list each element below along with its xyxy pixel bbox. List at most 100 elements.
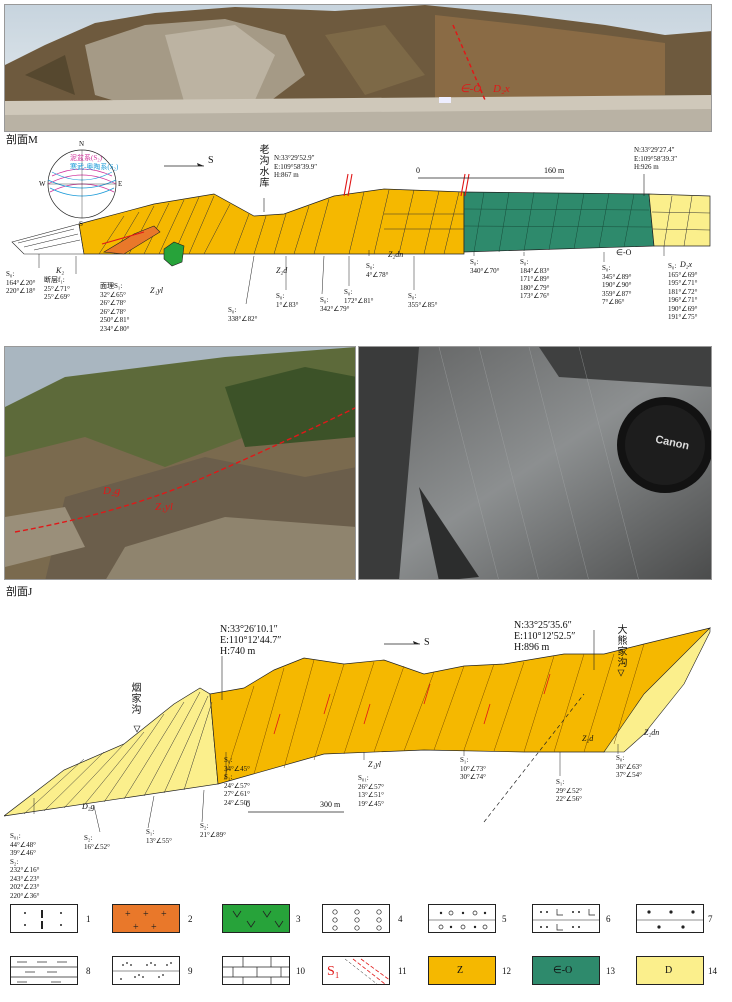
section-j-z-body	[209, 627, 711, 785]
section-m-direction: S	[208, 155, 214, 166]
legend-number: 12	[502, 966, 511, 976]
outcrop-photo-right-image	[359, 347, 711, 579]
section-m-annotation: S₀:4°∠78°	[366, 262, 389, 279]
legend-swatch-3	[222, 904, 290, 933]
legend-number: 3	[296, 914, 301, 924]
photo-left-label-z1yl: Z₁yl	[155, 501, 173, 513]
section-j-annotation: S₂:21°∠89°	[200, 822, 226, 839]
outcrop-photo-left: D₂g Z₁yl	[4, 346, 356, 580]
section-j: 剖面J S 烟家沟 大熊家沟 N:33°26′10.1″E:110°12′44.…	[4, 584, 712, 900]
section-m-annotation: S₀:355°∠85°	[408, 292, 438, 309]
section-m-annotation: S₀:184°∠83°171°∠89°180°∠79°173°∠76°	[520, 258, 550, 300]
section-m-annotation: S₀:172°∠81°	[344, 288, 374, 305]
section-m-unit-z2d: Z₂d	[276, 266, 288, 275]
section-m-k2-body	[11, 223, 85, 255]
legend: 1 +++++ 2 3 4 5 6 7 8 9 10 S₁ 11 Z 12 ∈-…	[4, 904, 717, 1000]
svg-text:+: +	[143, 909, 149, 920]
legend-swatch-5	[428, 904, 496, 933]
legend-swatch-12: Z	[428, 956, 496, 985]
stereonet-s: S	[79, 220, 83, 228]
section-j-scale-start: 0	[246, 800, 250, 809]
section-m-z-body	[78, 188, 465, 255]
legend-number: 7	[708, 914, 713, 924]
section-j-place-right: 大熊家沟	[615, 624, 626, 668]
stereonet-legend-1: 泥盆系(S₂)	[70, 154, 102, 162]
section-j-annotation: S₀₁:44°∠48°39°∠46° S₂:232°∠16°243°∠23°20…	[10, 832, 40, 900]
section-m-annotation: S₀:165°∠69°195°∠71°181°∠72°196°∠71°190°∠…	[668, 262, 698, 321]
section-m-unit-co: ∈-O	[616, 248, 632, 257]
section-j-unit-z2dn: Z₂dn	[644, 728, 660, 737]
photo-top-label-co: ∈-O	[460, 83, 482, 95]
section-m-co-body	[463, 191, 655, 253]
legend-number: 4	[398, 914, 403, 924]
section-m-unit-z1yl: Z₁yl	[150, 286, 164, 295]
section-j-unit-z1yl: Z₁yl	[368, 760, 382, 769]
section-m-annotation: S₀:345°∠89°190°∠90°359°∠87°7°∠86°	[602, 264, 632, 306]
legend-number: 6	[606, 914, 611, 924]
legend-swatch-7	[636, 904, 704, 933]
section-j-unit-d2g: D₂g	[82, 802, 95, 811]
legend-number: 8	[86, 966, 91, 976]
legend-swatch-8	[10, 956, 78, 985]
section-j-coord-right: N:33°25′35.6″E:110°12′52.5″H:896 m	[514, 620, 576, 653]
legend-swatch-14: D	[636, 956, 704, 985]
section-m-annotation: S₀:338°∠82°	[228, 306, 258, 323]
section-m-annotation: S₀:1°∠83°	[276, 292, 299, 309]
legend-swatch-1	[10, 904, 78, 933]
section-m-d-body	[648, 193, 711, 247]
photo-left-label-d2g: D₂g	[103, 485, 121, 497]
section-j-place-left: 烟家沟	[129, 682, 140, 715]
section-j-direction: S	[424, 637, 430, 648]
section-j-annotation: S₀:36°∠63°37°∠54°	[616, 754, 642, 779]
legend-swatch-4	[322, 904, 390, 933]
legend-swatch-10	[222, 956, 290, 985]
section-m: 剖面M 泥盆系(S₂) 寒武-奥陶系(S₂) N E S W S 老沟水库 N:…	[4, 134, 712, 342]
section-j-d-body	[4, 687, 219, 817]
section-m-basic-lens	[163, 241, 185, 267]
legend-co-symbol: ∈-O	[553, 965, 573, 976]
section-m-annotation: 面理S₁:32°∠65°26°∠78°26°∠78°250°∠81°234°∠8…	[100, 282, 130, 333]
section-m-annotation: S₀:342°∠79°	[320, 296, 350, 313]
section-j-drawing	[4, 627, 711, 833]
section-j-annotation: S₁:29°∠52°22°∠56°	[556, 778, 582, 803]
section-j-coord-left: N:33°26′10.1″E:110°12′44.7″H:740 m	[220, 624, 282, 657]
section-j-annotation: S₀₁:26°∠57°13°∠51°19°∠45°	[358, 774, 384, 808]
section-j-unit-z2d: Z₂d	[582, 734, 594, 743]
section-m-coord-right: N:33°29′27.4″E:109°58′39.3″H:926 m	[634, 146, 678, 171]
legend-number: 2	[188, 914, 193, 924]
stereonet-n: N	[79, 140, 85, 148]
legend-swatch-2-fill: +++++	[113, 905, 179, 933]
section-m-annotation: S₀:164°∠20°220°∠18°	[6, 270, 36, 295]
legend-swatch-9	[112, 956, 180, 985]
section-m-coord-left: N:33°29′52.9″E:109°58′39.9″H:867 m	[274, 154, 318, 179]
legend-swatch-13: ∈-O	[532, 956, 600, 985]
legend-swatch-2: +++++	[112, 904, 180, 933]
legend-swatch-11: S₁	[322, 956, 390, 985]
section-j-annotation: S₁:10°∠73°30°∠74°	[460, 756, 486, 781]
section-m-drawing	[11, 149, 711, 305]
svg-text:+: +	[125, 909, 131, 920]
stereonet-legend-2: 寒武-奥陶系(S₂)	[70, 163, 119, 171]
outcrop-photo-left-image	[5, 347, 355, 579]
legend-number: 10	[296, 966, 305, 976]
section-m-reservoir: 老沟水库	[257, 144, 268, 188]
section-m-unit-z2dn: Z₂dn	[388, 250, 404, 259]
svg-text:+: +	[133, 922, 139, 933]
legend-swatch-6	[532, 904, 600, 933]
legend-number: 5	[502, 914, 507, 924]
legend-d-symbol: D	[665, 965, 673, 976]
photo-top-label-d2x: D₂x	[493, 83, 510, 95]
outcrop-photo-right: Canon	[358, 346, 712, 580]
section-m-granite-lens	[103, 225, 161, 255]
section-m-scale-start: 0	[416, 166, 420, 175]
stereonet-e: E	[118, 180, 123, 188]
svg-text:+: +	[161, 909, 167, 920]
legend-number: 14	[708, 966, 717, 976]
section-j-annotation: S₁:13°∠55°	[146, 828, 172, 845]
legend-number: 1	[86, 914, 91, 924]
legend-z-symbol: Z	[457, 965, 464, 976]
outcrop-photo-top-image	[5, 5, 711, 131]
section-j-annotation: S₂:16°∠52°	[84, 834, 110, 851]
legend-s1-symbol: S₁	[327, 964, 340, 979]
outcrop-photo-top: ∈-O D₂x	[4, 4, 712, 132]
